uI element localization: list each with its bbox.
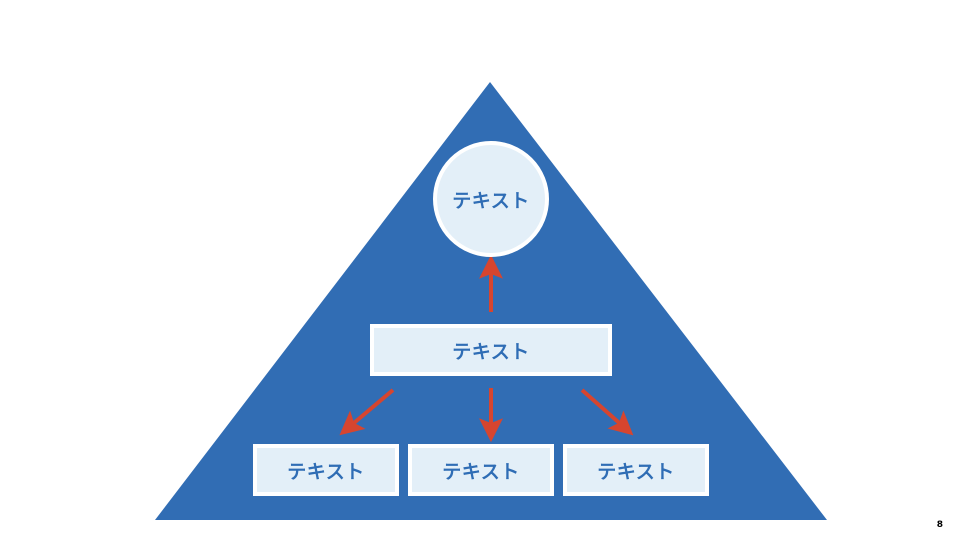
top-node-label: テキスト: [452, 189, 530, 212]
page-number: 8: [936, 520, 943, 530]
bottom-node-box-3: テキスト: [563, 444, 709, 496]
arrow-middle-to-bottom-1: [339, 388, 395, 436]
bottom-node-label-3: テキスト: [597, 460, 675, 483]
top-node-circle: テキスト: [433, 141, 549, 257]
bottom-node-box-1: テキスト: [253, 444, 399, 496]
bottom-node-label-1: テキスト: [287, 460, 365, 483]
middle-node-box: テキスト: [370, 324, 612, 376]
middle-node-label: テキスト: [452, 340, 530, 363]
bottom-node-label-2: テキスト: [442, 460, 520, 483]
arrow-middle-to-bottom-3: [580, 388, 634, 436]
bottom-node-box-2: テキスト: [408, 444, 554, 496]
